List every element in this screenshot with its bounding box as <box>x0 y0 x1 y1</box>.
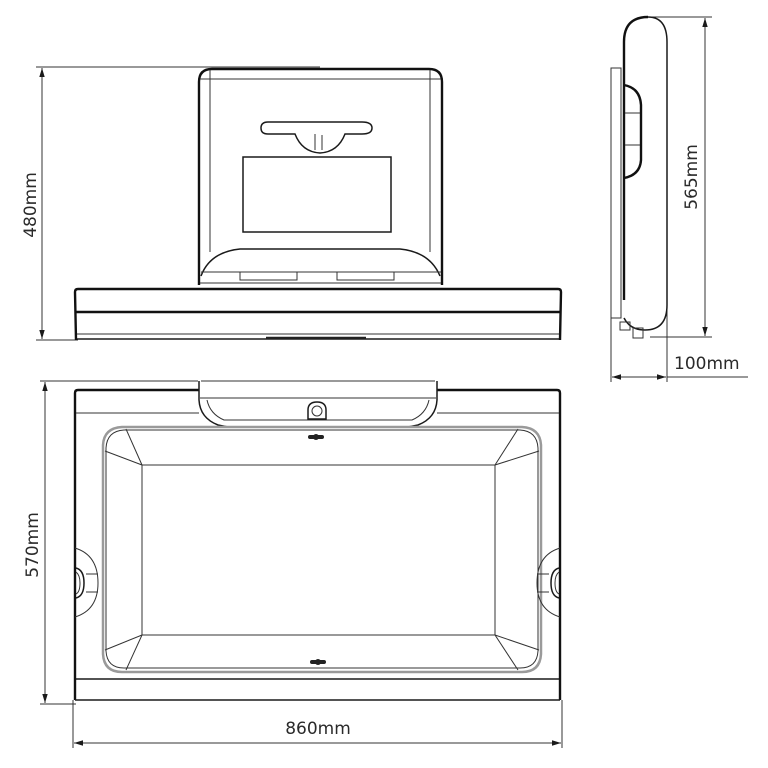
dimension-label-570: 570mm <box>23 512 43 578</box>
plan-view: 570mm 860mm <box>23 380 563 748</box>
height-dimension-565: 565mm <box>648 16 712 338</box>
height-dimension-480: 480mm <box>21 66 320 341</box>
front-elevation-view: 480mm <box>21 66 563 341</box>
side-handle-left <box>74 547 99 618</box>
dimension-label-565: 565mm <box>682 144 702 210</box>
strap-clip-bottom <box>310 659 326 665</box>
dimension-label-860: 860mm <box>285 719 351 739</box>
width-dimension-860: 860mm <box>72 700 563 748</box>
lock-icon <box>307 401 327 420</box>
dimension-label-100: 100mm <box>674 354 740 374</box>
depth-dimension-100: 100mm <box>610 70 748 382</box>
side-elevation-view: 565mm 100mm <box>610 15 748 382</box>
height-dimension-570: 570mm <box>23 380 198 705</box>
side-handle-right <box>536 547 561 618</box>
strap-clip-top <box>308 434 324 440</box>
dimension-label-480: 480mm <box>21 172 41 238</box>
